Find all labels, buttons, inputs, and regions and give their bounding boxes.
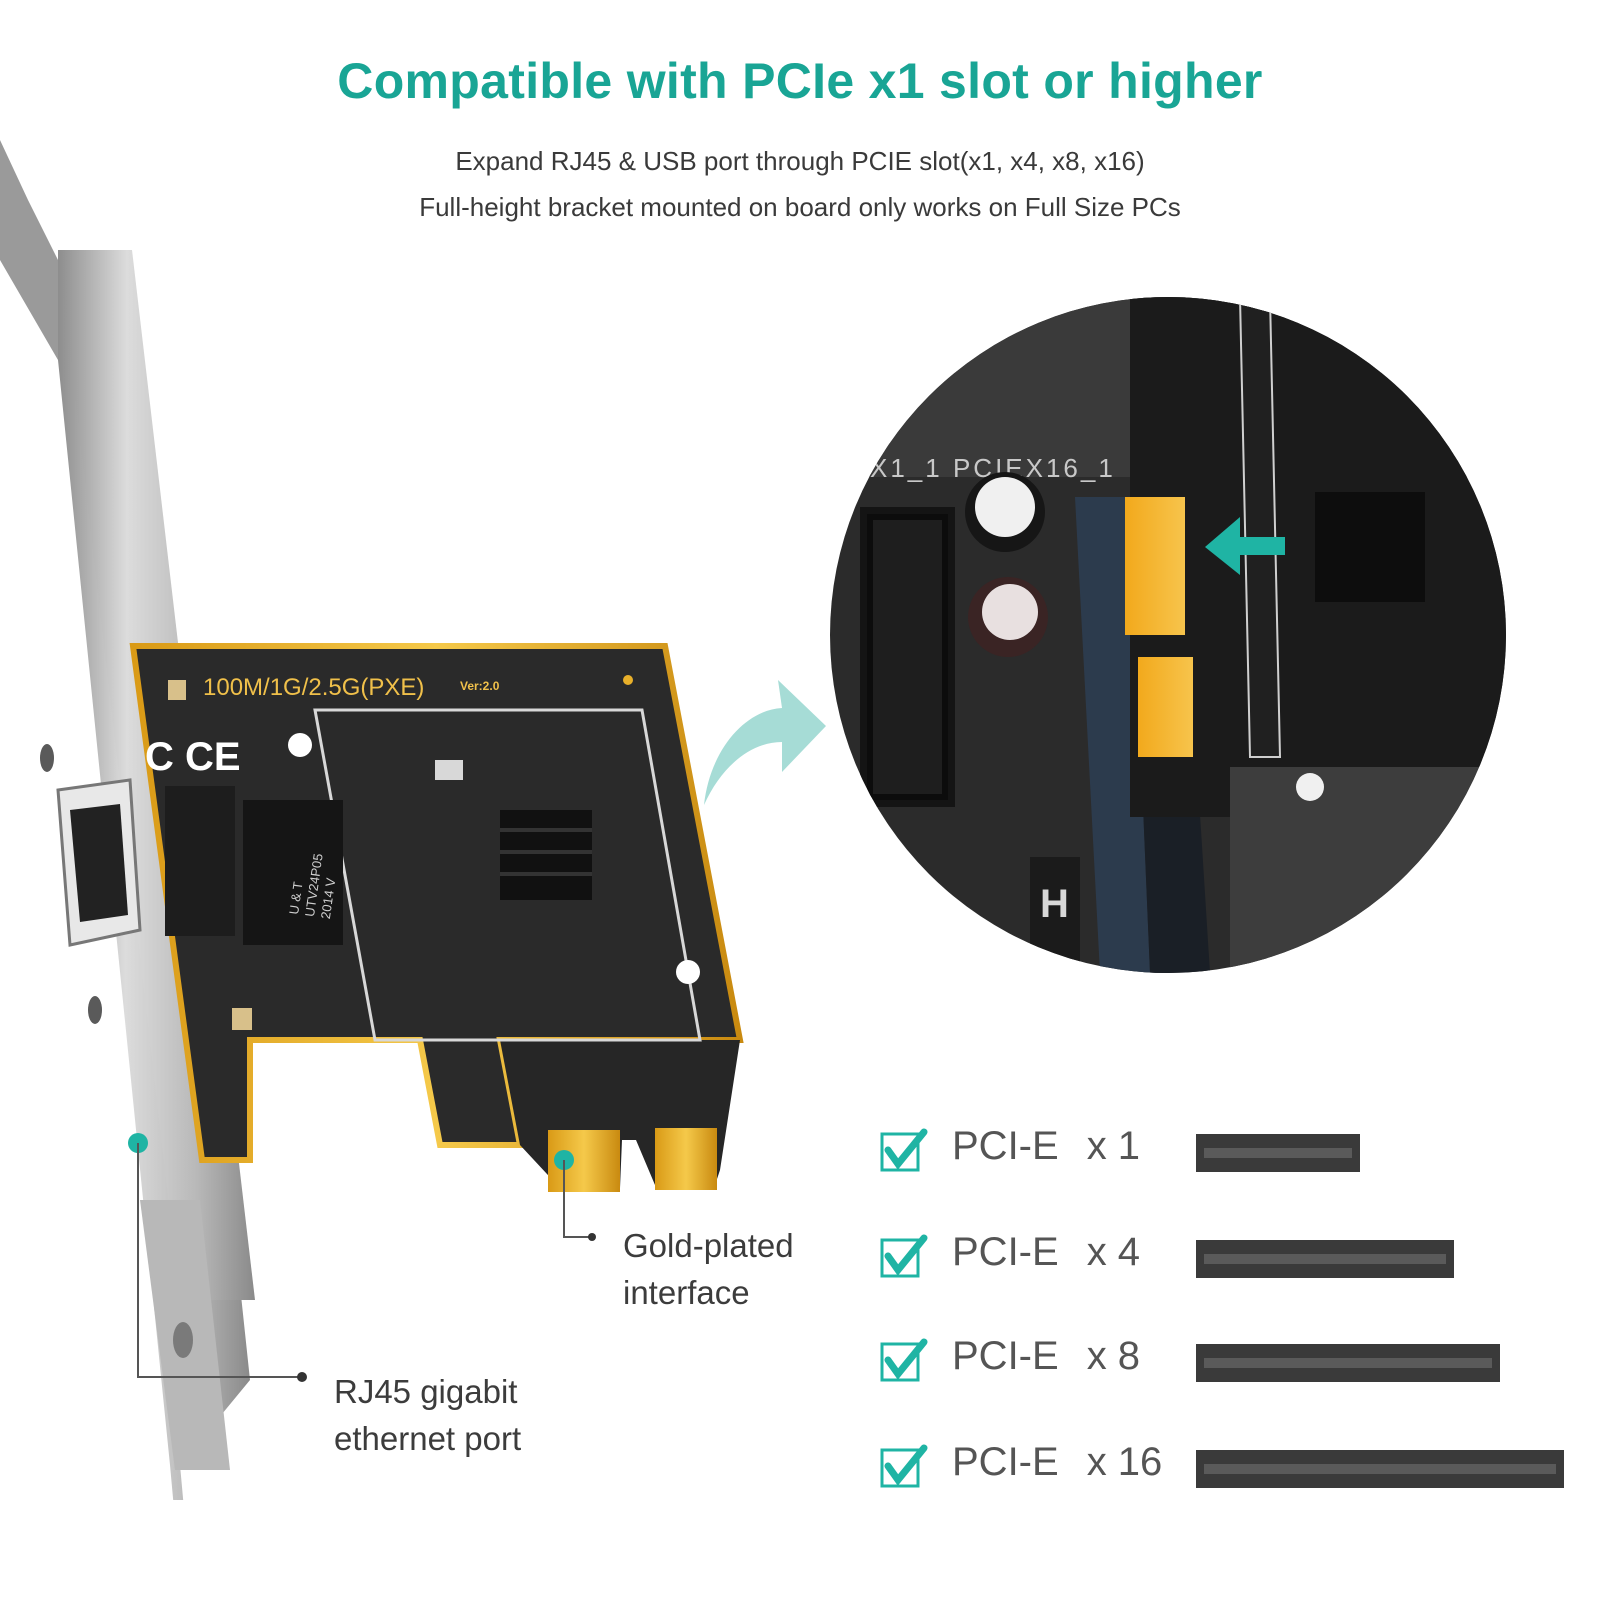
subtitle-line-2: Full-height bracket mounted on board onl… (419, 192, 1181, 222)
checkbox-check-icon (880, 1338, 928, 1382)
rj45-port-label: RJ45 gigabit ethernet port (334, 1373, 522, 1457)
pcie-x8-slot-icon (1196, 1344, 1500, 1382)
heatsink (500, 810, 592, 900)
network-card-image: 100M/1G/2.5G(PXE) Ver:2.0 C CE U & T UTV… (0, 140, 744, 1500)
checkbox-check-icon (880, 1444, 928, 1488)
page-title: Compatible with PCIe x1 slot or higher (337, 53, 1263, 109)
mounting-hole (288, 733, 312, 757)
card-version-label: Ver:2.0 (460, 679, 500, 693)
checkbox-check-icon (880, 1234, 928, 1278)
svg-text:H: H (1040, 882, 1069, 926)
gold-contacts (1138, 657, 1193, 757)
checkbox-check-icon (880, 1128, 928, 1172)
curved-arrow-icon (704, 680, 826, 805)
ce-mark: C CE (145, 735, 241, 779)
pcie-x1-slot-icon (1196, 1134, 1360, 1172)
insert-arrow-icon (1205, 517, 1285, 575)
card-speed-label: 100M/1G/2.5G(PXE) (203, 674, 424, 701)
bracket-hole (40, 744, 54, 772)
pcb-board (129, 643, 744, 1163)
pcie-x16-slot-icon (1196, 1450, 1564, 1488)
bracket-hole (88, 996, 102, 1024)
svg-text:2014 V: 2014 V (318, 877, 339, 920)
pcie-x4-slot-icon (1196, 1240, 1454, 1278)
subtitle-line-1: Expand RJ45 & USB port through PCIE slot… (455, 146, 1145, 176)
gold-interface-label: Gold-plated interface (623, 1227, 794, 1311)
gold-fingers (655, 1128, 717, 1190)
mounting-hole (676, 960, 700, 984)
gold-contacts (1125, 497, 1185, 635)
bracket-edge (0, 140, 58, 360)
svg-text:U & T: U & T (286, 881, 305, 916)
bracket-hole (173, 1322, 193, 1358)
zoomed-slot-photo: X1_1 PCIEX16_1 H (830, 297, 1506, 973)
transformer-chip (243, 800, 343, 945)
